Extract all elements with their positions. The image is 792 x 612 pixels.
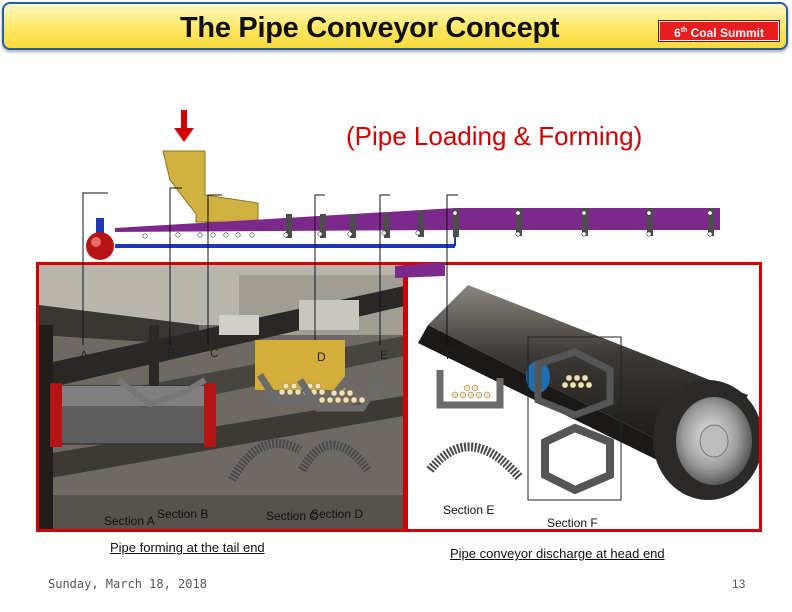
section-letter-d: D [317, 350, 326, 364]
section-f-label: Section F [547, 516, 598, 530]
badge-label: Coal Summit [690, 26, 764, 40]
badge-number: 6 [674, 26, 681, 40]
section-a-label: Section A [104, 514, 155, 528]
tail-end-caption: Pipe forming at the tail end [110, 540, 265, 555]
head-end-caption: Pipe conveyor discharge at head end [450, 546, 665, 561]
feed-arrow-icon [174, 110, 194, 142]
head-end-photo [405, 262, 762, 532]
section-letter-c: C [210, 346, 219, 360]
summit-badge: 6th Coal Summit [658, 20, 780, 42]
section-c-label: Section C [266, 509, 319, 523]
head-end-photo-art [418, 285, 759, 500]
footer-date: Sunday, March 18, 2018 [48, 577, 207, 591]
section-d-label: Section D [311, 507, 364, 521]
diagram-subtitle: (Pipe Loading & Forming) [346, 121, 643, 151]
badge-superscript: th [680, 27, 688, 34]
section-e-label: Section E [443, 503, 495, 517]
section-letter-a: A [80, 348, 89, 362]
page-number: 13 [732, 577, 746, 591]
section-letter-f: F [446, 348, 454, 362]
page-title: The Pipe Conveyor Concept [180, 12, 560, 44]
section-letter-b: B [167, 346, 176, 360]
section-b-label: Section B [157, 507, 209, 521]
title-banner [2, 2, 788, 50]
section-letter-e: E [380, 348, 389, 362]
